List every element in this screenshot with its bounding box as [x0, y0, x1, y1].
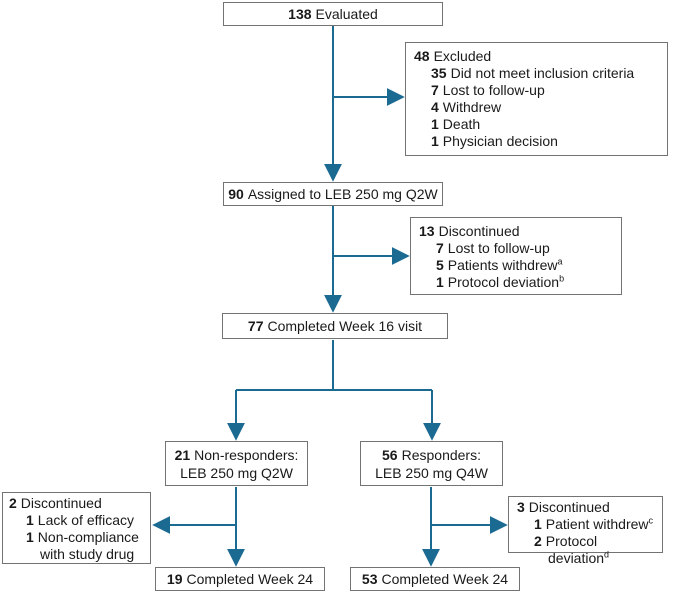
week24-nonresp-label: Completed Week 24 [186, 570, 314, 587]
assigned-count: 90 [228, 185, 244, 202]
week24-resp-count: 53 [361, 570, 378, 587]
week16-label: Completed Week 16 visit [267, 317, 423, 334]
responders-line2: LEB 250 mg Q4W [375, 464, 488, 481]
week16-count: 77 [247, 317, 264, 334]
week24-nonresp-count: 19 [166, 570, 183, 587]
evaluated-count: 138 [288, 5, 312, 22]
evaluated-label: Evaluated [315, 5, 378, 22]
week24-resp-label: Completed Week 24 [381, 570, 509, 587]
nonresponders-line2: LEB 250 mg Q2W [180, 464, 293, 481]
assigned-label: Assigned to LEB 250 mg Q2W [247, 185, 438, 202]
